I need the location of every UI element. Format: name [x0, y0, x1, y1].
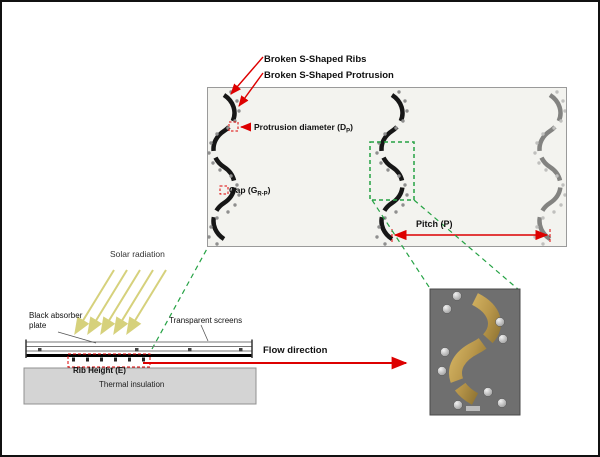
transparent-screens-label: Transparent screens	[169, 316, 243, 325]
solar-radiation-arrows	[74, 269, 167, 335]
broken-ribs-label: Broken S-Shaped Ribs	[264, 54, 367, 65]
rib-panel-area	[207, 87, 567, 247]
gold-s-rib	[449, 293, 501, 405]
flow-direction-label: Flow direction	[263, 345, 328, 356]
solar-radiation-label: Solar radiation	[110, 249, 165, 259]
pitch-label: Pitch (P)	[416, 219, 453, 229]
protrusion-spheres	[437, 291, 508, 410]
thermal-insulation-label: Thermal insulation	[99, 380, 165, 389]
protrusion-diameter-label: Protrusion diameter (DP)	[254, 122, 353, 135]
collector-cross-section	[23, 324, 257, 405]
broken-protrusion-label: Broken S-Shaped Protrusion	[264, 70, 394, 81]
zoom-inset	[429, 288, 521, 416]
absorber-plate-label: Black absorber plate	[29, 311, 83, 330]
rib-height-label: Rib Height (E)	[73, 366, 126, 375]
gap-label: Gap (GR-P)	[229, 185, 271, 198]
rib-elements	[72, 357, 145, 362]
